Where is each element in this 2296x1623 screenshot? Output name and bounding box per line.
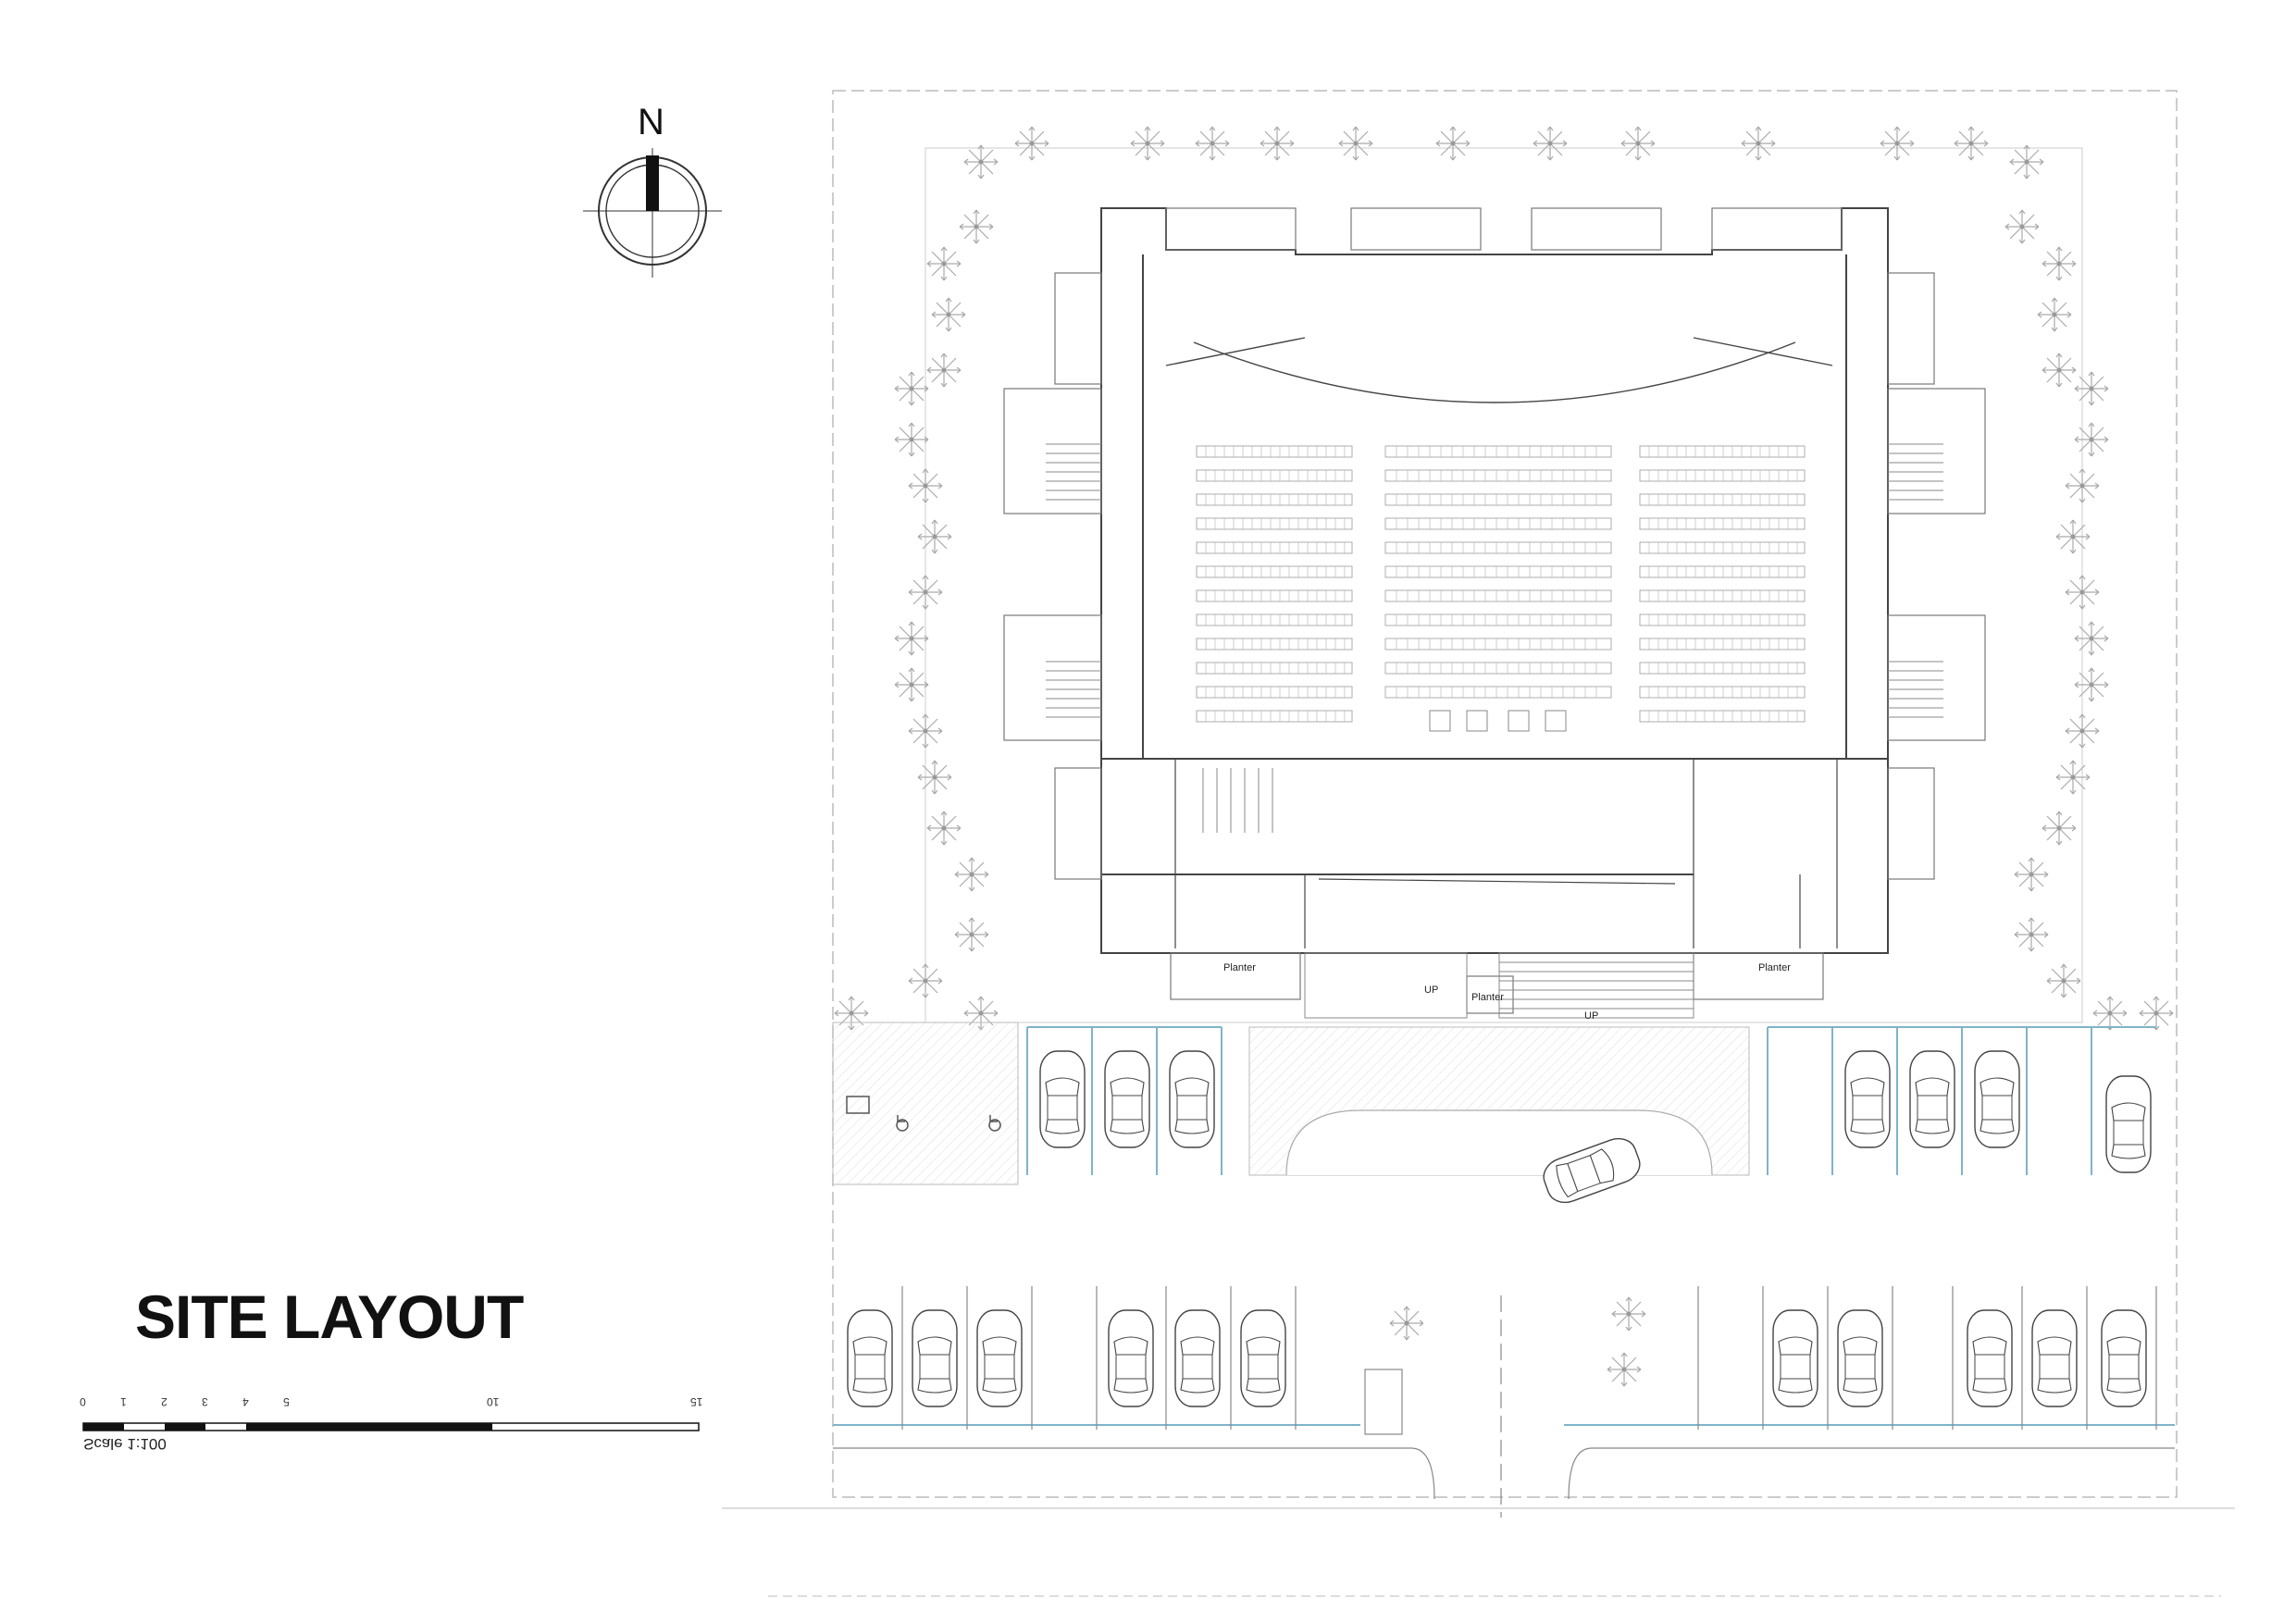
planter-label-center: Planter — [1471, 992, 1504, 1003]
scale-tick: 1 — [120, 1395, 127, 1408]
scale-tick: 15 — [690, 1395, 703, 1408]
graphic-scale-bar — [82, 1422, 700, 1431]
planter-label-right: Planter — [1758, 962, 1791, 973]
drawing-title: SITE LAYOUT — [135, 1282, 524, 1351]
north-arrow-icon — [583, 148, 722, 278]
building-outline — [1100, 207, 1889, 954]
planter-beds — [1003, 207, 1986, 1014]
scale-caption: Scale 1:100 — [83, 1435, 167, 1453]
north-label: N — [638, 102, 664, 142]
scale-tick: 4 — [242, 1395, 249, 1408]
wheelchair-icon — [846, 1096, 1001, 1132]
auditorium-seating — [1196, 445, 1806, 732]
scale-tick: 5 — [283, 1395, 290, 1408]
scale-tick: 3 — [202, 1395, 208, 1408]
stair-up-label: UP — [1584, 1010, 1599, 1022]
scale-tick: 10 — [487, 1395, 500, 1408]
palm-tree-icon — [834, 126, 2174, 1387]
scale-tick: 0 — [80, 1395, 86, 1408]
planter-label-left: Planter — [1223, 962, 1256, 973]
parking-area — [832, 1022, 2175, 1518]
scale-tick: 2 — [161, 1395, 168, 1408]
entrance-stairs — [1046, 443, 1943, 1019]
stair-up-label: UP — [1424, 985, 1439, 996]
